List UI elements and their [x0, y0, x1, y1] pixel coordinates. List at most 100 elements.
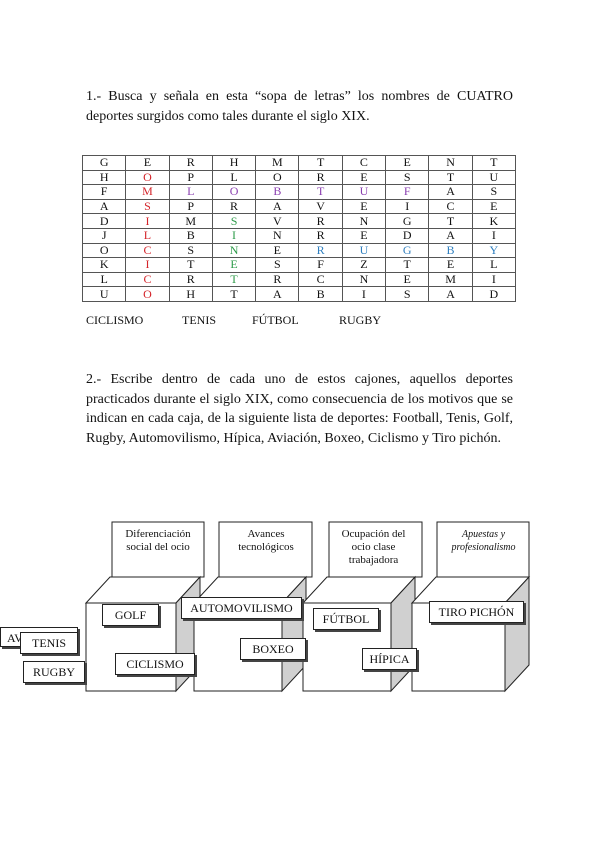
category-title-2: Avances tecnológicos [238, 528, 294, 553]
grid-cell: D [471, 286, 516, 302]
grid-cell: N [428, 155, 473, 171]
grid-cell: L [168, 184, 213, 200]
grid-cell: D [81, 213, 127, 229]
grid-cell: R [298, 227, 343, 244]
grid-cell: H [211, 155, 257, 171]
grid-cell: B [168, 227, 213, 244]
answer-automovilismo: AUTOMOVILISMO [181, 597, 302, 619]
grid-cell: R [255, 271, 300, 288]
grid-cell: L [81, 271, 127, 288]
question-2-text: 2.- Escribe dentro de cada uno de estos … [86, 372, 513, 446]
grid-cell: E [211, 257, 257, 273]
grid-cell: V [255, 213, 300, 229]
grid-cell: E [341, 227, 387, 244]
grid-cell: B [255, 184, 300, 200]
grid-cell: I [125, 257, 170, 273]
grid-cell: E [125, 155, 170, 171]
grid-cell: S [125, 198, 170, 215]
grid-cell: A [428, 227, 473, 244]
grid-cell: M [125, 184, 170, 200]
grid-cell: C [125, 271, 170, 288]
grid-cell: N [341, 213, 387, 229]
header-box-2 [218, 521, 313, 578]
grid-cell: A [428, 184, 473, 200]
grid-cell: R [168, 271, 213, 288]
grid-cell: T [385, 257, 430, 273]
grid-cell: R [298, 169, 343, 186]
grid-cell: E [341, 169, 387, 186]
grid-cell: N [341, 271, 387, 288]
grid-cell: E [428, 257, 473, 273]
answer-tenis: TENIS [20, 632, 78, 654]
grid-cell: M [168, 213, 213, 229]
grid-cell: O [81, 242, 127, 259]
grid-cell: R [168, 155, 213, 171]
grid-cell: I [471, 227, 516, 244]
grid-cell: U [341, 242, 387, 259]
grid-cell: S [211, 213, 257, 229]
box-cube-2 [192, 575, 308, 693]
grid-cell: H [168, 286, 213, 302]
grid-cell: O [211, 184, 257, 200]
grid-cell: T [298, 155, 343, 171]
grid-cell: J [81, 227, 127, 244]
grid-cell: G [385, 242, 430, 259]
grid-cell: C [125, 242, 170, 259]
grid-cell: T [211, 286, 257, 302]
grid-cell: F [385, 184, 430, 200]
grid-cell: U [471, 169, 516, 186]
category-title-3: Ocupación del ocio clase trabajadora [341, 528, 406, 566]
header-box-3 [328, 521, 423, 578]
grid-cell: A [428, 286, 473, 302]
grid-cell: F [81, 184, 127, 200]
grid-cell: I [211, 227, 257, 244]
grid-cell: V [298, 198, 343, 215]
grid-cell: I [385, 198, 430, 215]
grid-cell: A [255, 198, 300, 215]
grid-cell: Y [471, 242, 516, 259]
grid-cell: E [255, 242, 300, 259]
grid-cell: B [298, 286, 343, 302]
grid-cell: E [341, 198, 387, 215]
grid-cell: E [385, 155, 430, 171]
grid-cell: T [428, 169, 473, 186]
grid-cell: L [471, 257, 516, 273]
answer-ciclismo: CICLISMO [115, 653, 195, 675]
grid-cell: S [471, 184, 516, 200]
box-cube-4 [410, 575, 531, 693]
header-box-1 [111, 521, 205, 578]
grid-cell: G [385, 213, 430, 229]
grid-cell: F [298, 257, 343, 273]
grid-cell: A [81, 198, 127, 215]
grid-cell: T [428, 213, 473, 229]
grid-cell: T [298, 184, 343, 200]
answer-tiro-pichon: TIRO PICHÓN [429, 601, 524, 623]
grid-cell: E [471, 198, 516, 215]
header-box-4 [436, 521, 530, 578]
grid-cell: C [298, 271, 343, 288]
grid-cell: S [385, 286, 430, 302]
word-list-item: CICLISMO [86, 313, 144, 327]
grid-cell: C [428, 198, 473, 215]
grid-cell: S [168, 242, 213, 259]
grid-cell: N [255, 227, 300, 244]
category-boxes-diagram [84, 521, 531, 693]
grid-cell: Z [341, 257, 387, 273]
grid-cell: R [298, 213, 343, 229]
word-list-item: FÚTBOL [252, 313, 299, 327]
word-list-item: RUGBY [339, 313, 382, 327]
grid-cell: L [125, 227, 170, 244]
grid-cell: I [471, 271, 516, 288]
grid-cell: O [125, 286, 170, 302]
word-list-item: TENIS [182, 313, 216, 327]
grid-cell: S [385, 169, 430, 186]
